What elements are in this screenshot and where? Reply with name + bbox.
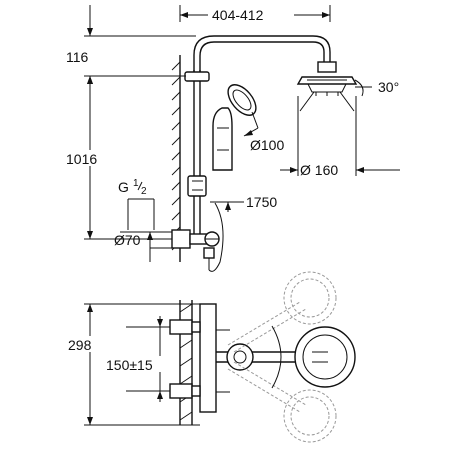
dim-arm-reach: 404-412 <box>179 5 331 23</box>
dim-handshower-diameter: Ø100 <box>243 111 284 153</box>
lower-connection <box>169 383 193 399</box>
dim-mixer-height: 1016 <box>62 76 172 240</box>
arm-height-label: 116 <box>66 49 89 65</box>
handshower-diameter-label: Ø100 <box>250 137 284 153</box>
rosette-diameter-label: Ø70 <box>114 232 141 248</box>
plan-wall <box>179 300 193 425</box>
dim-arm-height: 116 <box>66 5 196 92</box>
plan-arm-and-head <box>216 326 356 388</box>
plan-depth-label: 298 <box>68 337 92 353</box>
handshower-slider <box>187 175 207 197</box>
dim-rosette-diameter: Ø70 <box>114 231 172 262</box>
angle-label: 30° <box>378 79 399 95</box>
riser-rail <box>184 70 210 238</box>
hand-shower <box>212 84 257 171</box>
dim-total-height: 1750 <box>210 194 277 212</box>
total-height-label: 1750 <box>246 194 277 210</box>
head-diameter-label: Ø 160 <box>300 162 338 178</box>
dim-head-diameter: Ø 160 <box>280 96 400 178</box>
plan-view: 298 150±15 <box>62 271 356 443</box>
arm-reach-label: 404-412 <box>212 7 264 23</box>
dim-plan-depth: 298 <box>62 303 200 426</box>
head-shower-plan <box>294 326 356 388</box>
overhead-shower-arm <box>193 35 331 72</box>
tilt-angle-indicator: 30° <box>299 79 399 112</box>
hose-connector <box>203 247 215 259</box>
upper-connection <box>169 319 193 335</box>
connection-spacing-label: 150±15 <box>106 357 153 373</box>
swing-position-upper <box>283 271 337 325</box>
upper-wall-bracket <box>184 71 210 82</box>
front-elevation-view: 30° 404-412 <box>62 5 400 272</box>
dim-thread: G 1 2 <box>118 178 155 230</box>
swing-position-lower <box>283 389 337 443</box>
head-shower <box>296 61 358 96</box>
thread-fraction-numerator: 1 <box>133 178 139 189</box>
riser-clamp-plan <box>226 343 254 371</box>
thermostat-mixer <box>171 202 224 272</box>
thread-fraction-denominator: 2 <box>141 186 147 197</box>
mixer-height-label: 1016 <box>66 151 97 167</box>
plan-mixer-body <box>169 303 230 413</box>
mixer-body-plan <box>199 303 217 413</box>
left-rosette <box>171 229 191 249</box>
thread-label: G <box>118 179 129 195</box>
swing-positions <box>227 271 337 443</box>
dim-connection-spacing: 150±15 <box>104 316 170 402</box>
